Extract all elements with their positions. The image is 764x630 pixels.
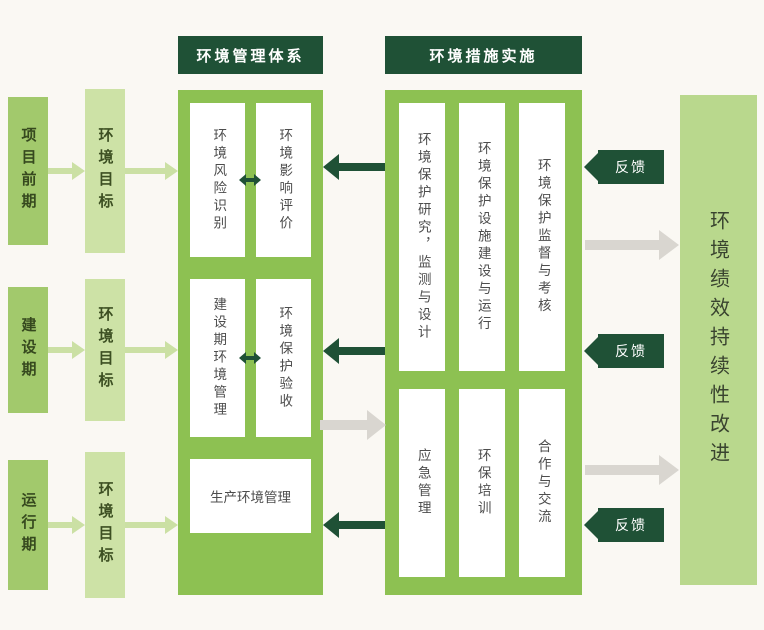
management-item-protection-acceptance: 环境保护验收 bbox=[256, 279, 311, 437]
implementation-item-research-monitoring-design: 环境保护研究，监测与设计 bbox=[399, 103, 445, 371]
feedback-row-1: 反馈 bbox=[584, 150, 664, 184]
result-label: 环境绩效持续性改进 bbox=[706, 209, 731, 471]
management-item-risk-identification: 环境风险识别 bbox=[190, 103, 245, 257]
arrow-right-icon bbox=[48, 159, 85, 183]
arrow-right-icon bbox=[125, 338, 178, 362]
arrow-left-icon bbox=[323, 336, 385, 366]
goal-box-2: 环境目标 bbox=[85, 279, 125, 421]
feedback-badge: 反馈 bbox=[598, 334, 664, 368]
implementation-title: 环境措施实施 bbox=[429, 46, 538, 65]
double-arrow-icon bbox=[239, 351, 261, 365]
phase-box-construction: 建设期 bbox=[8, 287, 48, 413]
arrow-right-icon bbox=[585, 452, 679, 488]
feedback-row-2: 反馈 bbox=[584, 334, 664, 368]
feedback-arrow-icon bbox=[584, 150, 598, 184]
implementation-item-facility-construction-operation: 环境保护设施建设与运行 bbox=[459, 103, 505, 371]
arrow-right-icon bbox=[320, 407, 386, 443]
feedback-badge: 反馈 bbox=[598, 150, 664, 184]
arrow-left-icon bbox=[323, 152, 385, 182]
phase-label: 建设期 bbox=[19, 317, 38, 383]
implementation-item-emergency-management: 应急管理 bbox=[399, 389, 445, 577]
management-system-title: 环境管理体系 bbox=[196, 46, 305, 65]
goal-label: 环境目标 bbox=[96, 306, 115, 394]
management-item-construction-management: 建设期环境管理 bbox=[190, 279, 245, 437]
goal-box-1: 环境目标 bbox=[85, 89, 125, 253]
feedback-row-3: 反馈 bbox=[584, 508, 664, 542]
arrow-right-icon bbox=[585, 227, 679, 263]
phase-label: 运行期 bbox=[19, 492, 38, 558]
management-item-impact-assessment: 环境影响评价 bbox=[256, 103, 311, 257]
feedback-arrow-icon bbox=[584, 334, 598, 368]
implementation-header: 环境措施实施 bbox=[385, 36, 582, 74]
double-arrow-icon bbox=[239, 173, 261, 187]
feedback-badge: 反馈 bbox=[598, 508, 664, 542]
management-system-header: 环境管理体系 bbox=[178, 36, 323, 74]
phase-label: 项目前期 bbox=[19, 127, 38, 215]
goal-label: 环境目标 bbox=[96, 127, 115, 215]
phase-box-project-early: 项目前期 bbox=[8, 97, 48, 245]
arrow-left-icon bbox=[323, 510, 385, 540]
goal-box-3: 环境目标 bbox=[85, 452, 125, 598]
arrow-right-icon bbox=[125, 159, 178, 183]
goal-label: 环境目标 bbox=[96, 481, 115, 569]
arrow-right-icon bbox=[125, 513, 178, 537]
arrow-right-icon bbox=[48, 338, 85, 362]
implementation-item-cooperation-exchange: 合作与交流 bbox=[519, 389, 565, 577]
feedback-arrow-icon bbox=[584, 508, 598, 542]
arrow-right-icon bbox=[48, 513, 85, 537]
implementation-item-training: 环保培训 bbox=[459, 389, 505, 577]
result-box: 环境绩效持续性改进 bbox=[680, 95, 757, 585]
implementation-item-supervision-assessment: 环境保护监督与考核 bbox=[519, 103, 565, 371]
management-item-production-management: 生产环境管理 bbox=[190, 459, 311, 533]
phase-box-operation: 运行期 bbox=[8, 460, 48, 590]
